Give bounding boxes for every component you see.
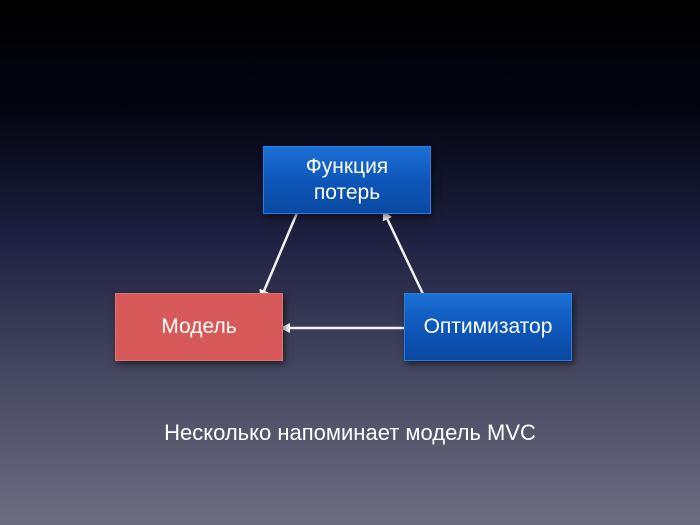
- node-model-label: Модель: [161, 315, 237, 338]
- node-loss-function: Функция потерь: [263, 146, 431, 214]
- edge-optimizer-to-loss: [382, 210, 425, 295]
- slide-caption: Несколько напоминает модель MVC: [164, 420, 536, 445]
- edge-loss-to-model: [259, 212, 299, 300]
- node-optimizer: Оптимизатор: [404, 293, 572, 361]
- node-loss-function-label: Функция потерь: [305, 155, 389, 204]
- node-optimizer-label: Оптимизатор: [423, 315, 553, 338]
- node-model: Модель: [115, 293, 283, 361]
